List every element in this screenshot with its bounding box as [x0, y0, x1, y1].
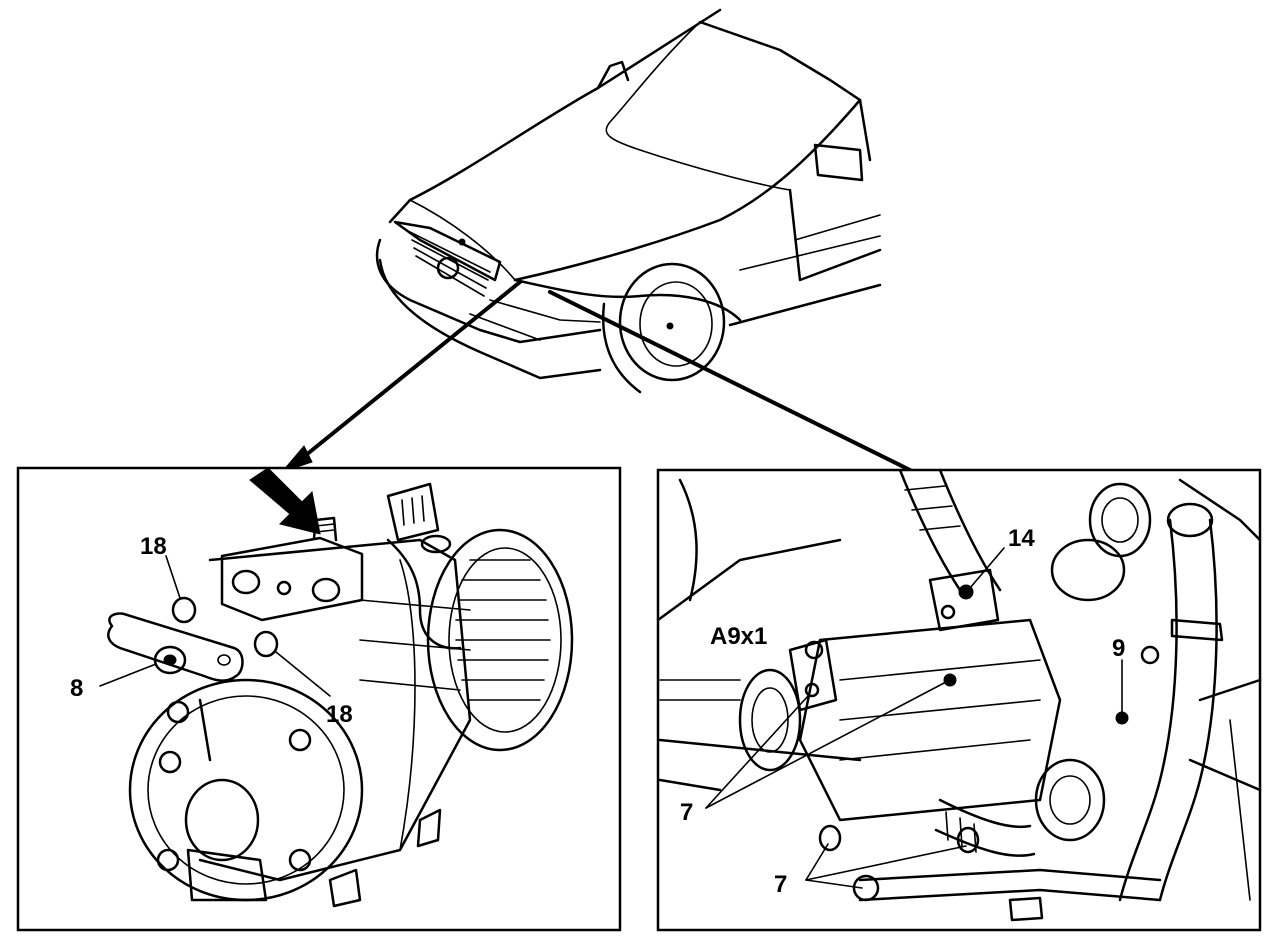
car-illustration: [280, 8, 920, 476]
engine-bay-panel: 14 A9x1 9 7 7: [656, 468, 1262, 932]
callout-18-bottom: 18: [326, 701, 353, 728]
callout-8: 8: [70, 675, 83, 702]
callout-18-top: 18: [140, 533, 167, 560]
callout-a9x1: A9x1: [710, 623, 767, 650]
callout-14: 14: [1008, 525, 1035, 552]
callout-7-bottom: 7: [774, 871, 787, 898]
compressor-panel: 18 18 8: [16, 466, 622, 932]
callout-9: 9: [1112, 635, 1125, 662]
callout-7-left: 7: [680, 799, 693, 826]
arrow-icon: [249, 467, 321, 535]
